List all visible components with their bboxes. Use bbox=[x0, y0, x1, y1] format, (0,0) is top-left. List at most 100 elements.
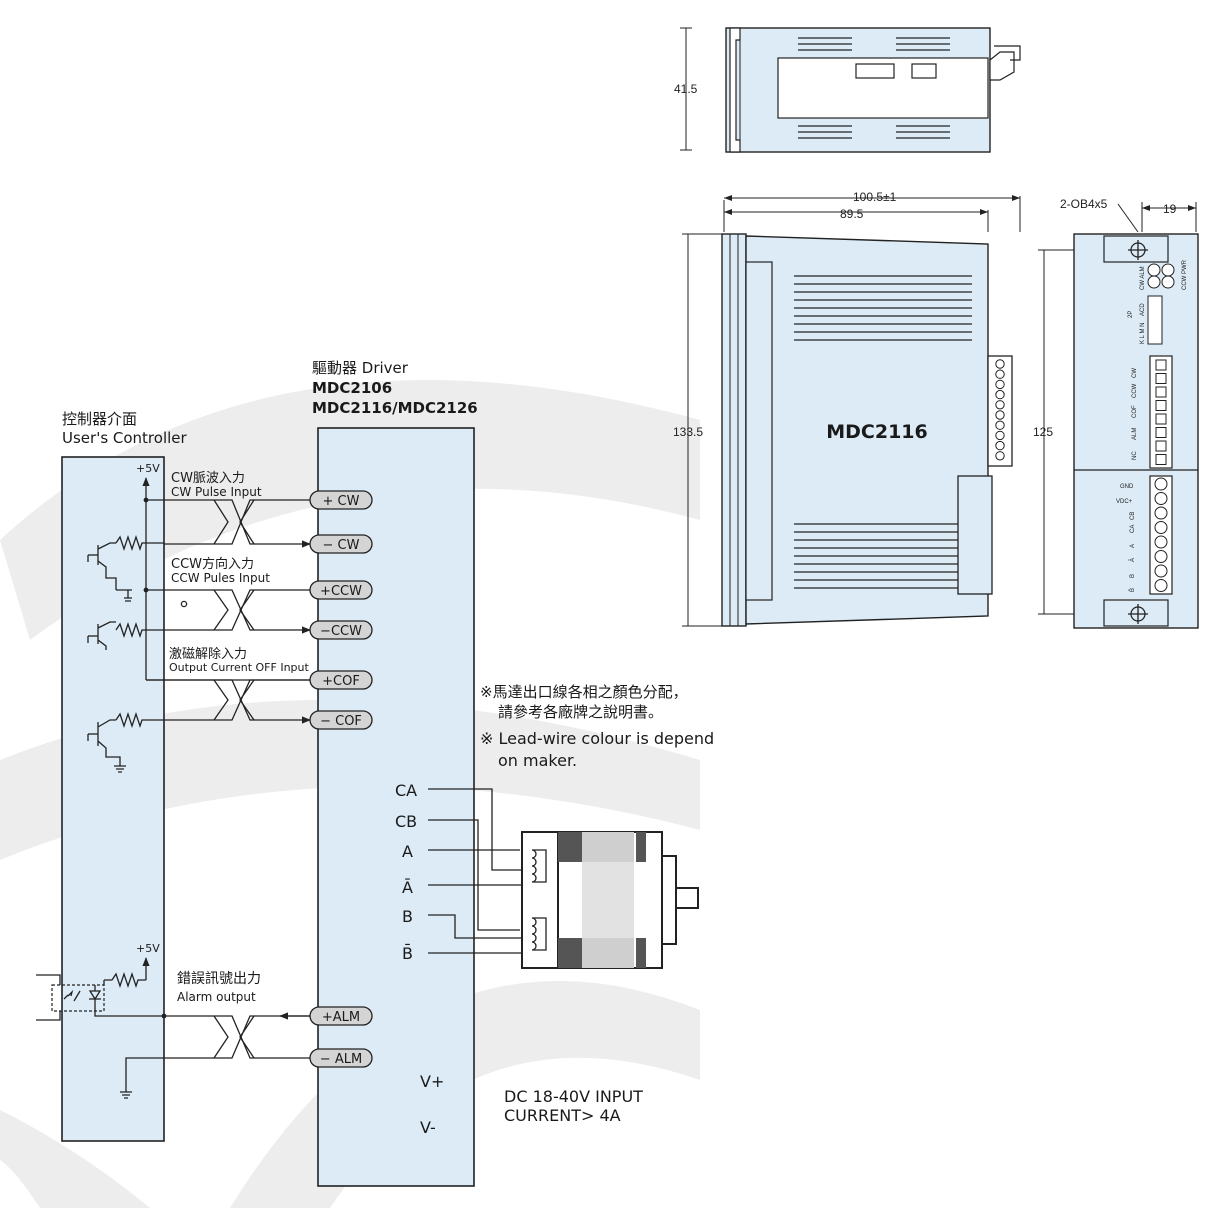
terminal-label-5: − COF bbox=[320, 714, 362, 729]
terminal-label-4: +COF bbox=[322, 674, 360, 689]
terminal-pill-4: +COF bbox=[309, 670, 373, 690]
front-model-label: MDC2116 bbox=[826, 421, 928, 443]
sig-label-ccw: CCW bbox=[1132, 383, 1138, 398]
transistor-ccw bbox=[87, 621, 164, 650]
signal-terminal-slot bbox=[1155, 454, 1167, 465]
supply-top-label: +5V bbox=[136, 462, 160, 475]
power-terminal-screw bbox=[1154, 521, 1168, 534]
pwr-label-cb: CB bbox=[1130, 512, 1136, 520]
connector-pin bbox=[995, 400, 1005, 410]
terminal-label-6: +ALM bbox=[322, 1010, 360, 1025]
pwr-label-a: A bbox=[1130, 544, 1136, 548]
motor-wires bbox=[428, 788, 532, 954]
top-view: 41.5 bbox=[674, 27, 1021, 153]
power-terminal-screw bbox=[1154, 477, 1168, 491]
terminal-label-7: − ALM bbox=[320, 1052, 362, 1067]
terminal-label-1: − CW bbox=[323, 538, 360, 553]
terminal-label-3: −CCW bbox=[320, 624, 362, 639]
connector-pin bbox=[995, 369, 1005, 379]
terminal-pill-0: + CW bbox=[309, 490, 373, 510]
dip-label-acd: ACD bbox=[1140, 303, 1146, 316]
pwr-label-gnd: GND bbox=[1120, 484, 1134, 490]
dim-side-width: 19 bbox=[1163, 202, 1177, 216]
led-indicator bbox=[1147, 263, 1161, 277]
led-indicator bbox=[1161, 275, 1175, 289]
term-cb: CB bbox=[395, 812, 417, 831]
sig-label-nc: NC bbox=[1132, 451, 1138, 460]
dim-mount-pitch: 125 bbox=[1033, 425, 1053, 439]
power-terminal-screw bbox=[1154, 506, 1168, 520]
terminal-label-2: +CCW bbox=[320, 584, 362, 599]
pwr-label-b-bar: B̄ bbox=[1129, 588, 1136, 592]
dim-front-height: 133.5 bbox=[673, 425, 703, 439]
note-en-2: on maker. bbox=[498, 751, 577, 770]
pwr-label-ca: CA bbox=[1130, 525, 1136, 533]
terminal-pill-6: +ALM bbox=[309, 1006, 373, 1026]
power-terminal-screw bbox=[1154, 535, 1168, 549]
term-a-bar: Ā bbox=[402, 878, 413, 897]
term-a: A bbox=[402, 842, 413, 861]
side-view: 2-OB4x5 19 125 CW ALM CCW PWR ACD 2P K L… bbox=[1033, 197, 1199, 629]
terminal-label-0: + CW bbox=[323, 494, 360, 509]
front-view: 100.5±1 89.5 133.5 MDC2116 bbox=[673, 190, 1021, 627]
signal-terminal-slot bbox=[1155, 386, 1167, 398]
connector-pin bbox=[995, 410, 1005, 420]
pwr-label-vdc: VDC+ bbox=[1116, 499, 1133, 505]
led-label-right: CCW PWR bbox=[1182, 259, 1188, 290]
note-zh-2: 請參考各廠牌之說明書。 bbox=[498, 703, 663, 721]
power-terminal-screw bbox=[1154, 564, 1168, 578]
term-vplus: V+ bbox=[420, 1072, 444, 1091]
dim-body-length: 89.5 bbox=[840, 207, 864, 221]
note-en-1: ※ Lead-wire colour is depend bbox=[480, 729, 714, 748]
led-indicator bbox=[1161, 263, 1175, 277]
alarm-en: Alarm output bbox=[177, 990, 256, 1004]
ccw-input-zh: CCW方向入力 bbox=[171, 556, 254, 572]
power-terminal-screw bbox=[1154, 550, 1168, 563]
signal-terminal-slot bbox=[1155, 413, 1167, 425]
sig-label-alm: ALM bbox=[1132, 428, 1138, 440]
connector-pin bbox=[995, 420, 1005, 430]
terminal-pills: + CW − CW +CCW −CCW +COF − COF +ALM − ALM bbox=[309, 490, 373, 1068]
transistor-cw bbox=[87, 534, 164, 602]
connector-pin bbox=[995, 379, 1005, 390]
terminal-pill-1: − CW bbox=[309, 534, 373, 554]
pwr-label-b: B bbox=[1130, 574, 1136, 578]
dip-label-2p: 2P bbox=[1128, 311, 1134, 318]
note-zh-1: ※馬達出口線各相之顏色分配， bbox=[480, 683, 688, 701]
terminal-pill-3: −CCW bbox=[309, 620, 373, 640]
terminal-pill-2: +CCW bbox=[309, 580, 373, 600]
power-spec-2: CURRENT> 4A bbox=[504, 1106, 621, 1125]
controller-title-zh: 控制器介面 bbox=[62, 410, 137, 428]
cw-input-zh: CW脈波入力 bbox=[171, 471, 245, 486]
controller-title-en: User's Controller bbox=[62, 429, 188, 447]
connector-pin bbox=[995, 451, 1005, 461]
connector-pin bbox=[995, 430, 1005, 441]
term-ca: CA bbox=[395, 781, 417, 800]
ccw-input-en: CCW Pules Input bbox=[171, 571, 270, 585]
driver-title: 驅動器 Driver bbox=[312, 359, 409, 377]
motor-terminal-labels: CA CB A Ā B B̄ bbox=[395, 781, 417, 963]
power-spec-1: DC 18-40V INPUT bbox=[504, 1087, 643, 1106]
cof-input-zh: 激磁解除入力 bbox=[169, 647, 247, 662]
driver-model1: MDC2106 bbox=[312, 379, 392, 397]
dim-overall-length: 100.5±1 bbox=[853, 190, 897, 204]
terminal-pill-7: − ALM bbox=[309, 1048, 373, 1068]
cof-input-en: Output Current OFF Input bbox=[169, 661, 309, 674]
term-vminus: V- bbox=[420, 1118, 436, 1137]
optocoupler bbox=[36, 974, 105, 1021]
cw-input-en: CW Pulse Input bbox=[171, 485, 262, 499]
dip-label-klmn: K L M N bbox=[1140, 323, 1146, 344]
dim-hole-spec: 2-OB4x5 bbox=[1060, 197, 1108, 211]
terminal-pill-5: − COF bbox=[309, 710, 373, 730]
transistor-cof bbox=[87, 711, 164, 773]
connector-pin bbox=[995, 440, 1005, 451]
signal-terminal-slot bbox=[1155, 400, 1167, 411]
sig-label-cof: COF bbox=[1132, 405, 1138, 418]
sig-label-cw: CW bbox=[1132, 368, 1138, 378]
term-b: B bbox=[402, 907, 413, 926]
alarm-zh: 錯誤訊號出力 bbox=[177, 971, 261, 987]
dim-side-height: 41.5 bbox=[674, 82, 698, 96]
signal-terminal-slot bbox=[1155, 373, 1167, 384]
supply-bottom-label: +5V bbox=[136, 942, 160, 955]
